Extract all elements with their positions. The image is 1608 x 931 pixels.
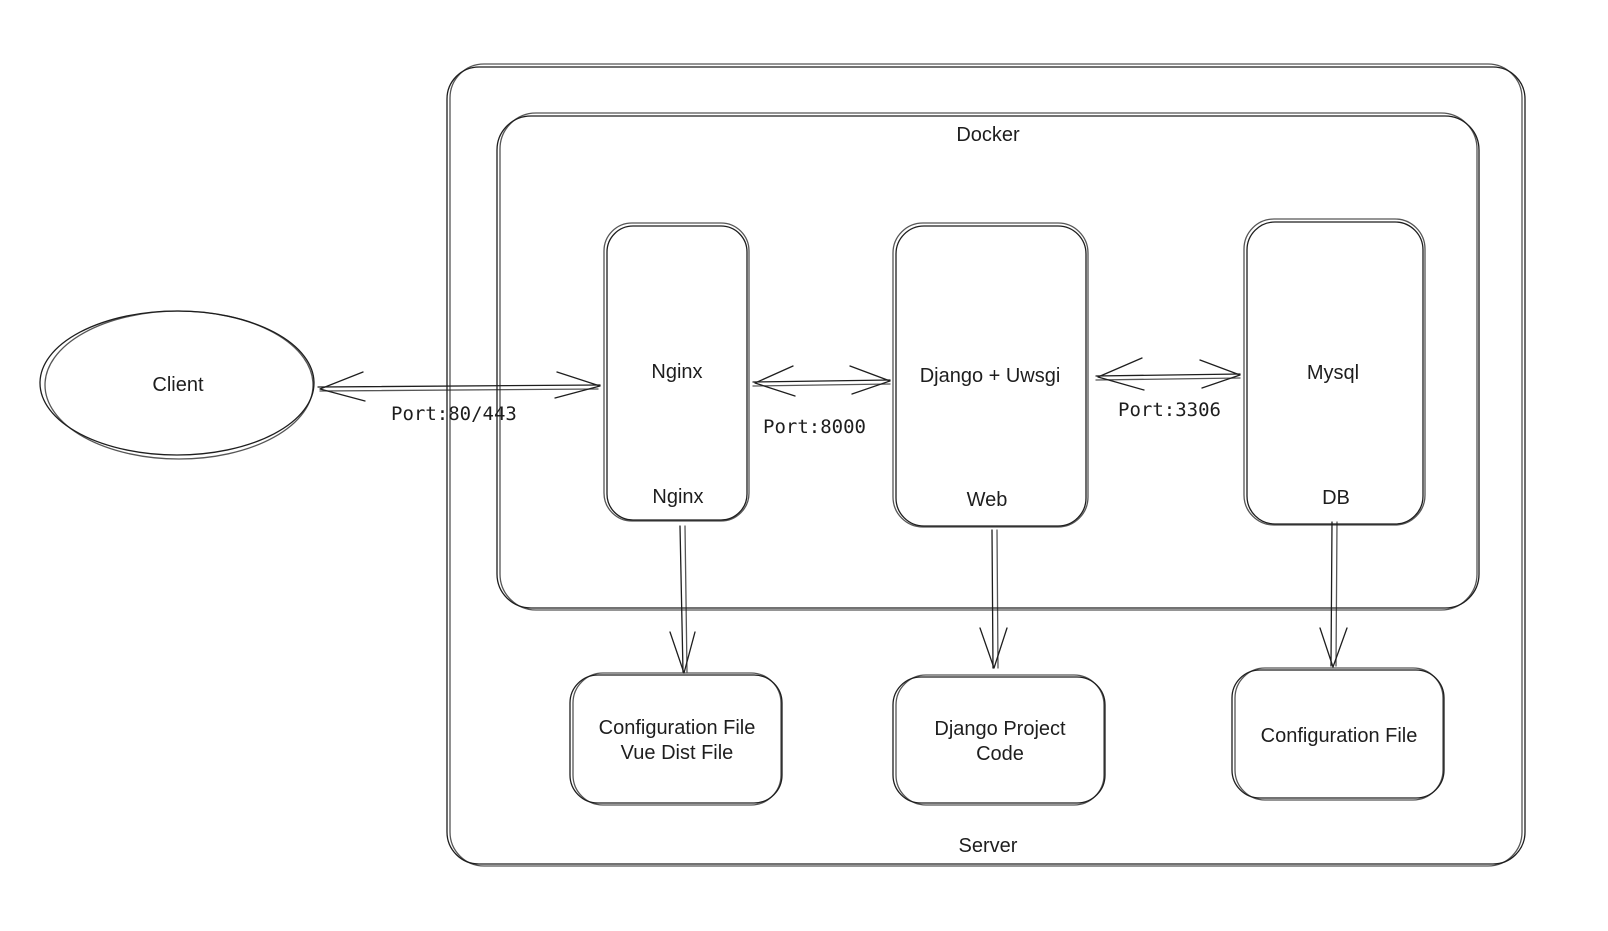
nginx-volume: Configuration File Vue Dist File — [569, 672, 783, 806]
nginx-volume-line1: Configuration File — [599, 717, 756, 739]
db-volume: Configuration File — [1231, 667, 1445, 801]
nginx-container-label: Nginx — [651, 361, 702, 383]
nginx-web-port-label: Port:8000 — [763, 416, 866, 438]
web-volume-line1: Django Project — [934, 718, 1066, 740]
db-container-sublabel: DB — [1322, 487, 1350, 509]
nginx-volume-arrow — [669, 525, 696, 674]
client-label: Client — [152, 374, 204, 396]
web-container: Django + Uwsgi Web — [892, 222, 1089, 528]
web-container-sublabel: Web — [967, 489, 1008, 511]
client-node: Client — [39, 310, 315, 460]
db-volume-line1: Configuration File — [1261, 725, 1418, 747]
nginx-web-arrow: Port:8000 — [752, 365, 891, 438]
docker-box: Docker — [496, 112, 1480, 611]
nginx-container: Nginx Nginx — [603, 222, 750, 522]
web-db-port-label: Port:3306 — [1118, 399, 1221, 421]
db-container-label: Mysql — [1307, 362, 1359, 384]
web-db-arrow: Port:3306 — [1095, 357, 1241, 421]
nginx-volume-line2: Vue Dist File — [621, 742, 734, 764]
client-nginx-arrow: Port:80/443 — [317, 371, 601, 425]
server-box: Server — [446, 63, 1526, 867]
db-volume-arrow — [1319, 521, 1348, 668]
server-label: Server — [959, 835, 1018, 857]
web-volume-arrow — [979, 529, 1008, 669]
client-nginx-port-label: Port:80/443 — [391, 403, 517, 425]
db-container: Mysql DB — [1243, 218, 1426, 526]
web-volume: Django Project Code — [892, 674, 1106, 806]
web-volume-line2: Code — [976, 743, 1024, 765]
nginx-container-sublabel: Nginx — [652, 486, 703, 508]
docker-label: Docker — [956, 124, 1020, 146]
web-container-label: Django + Uwsgi — [920, 365, 1061, 387]
